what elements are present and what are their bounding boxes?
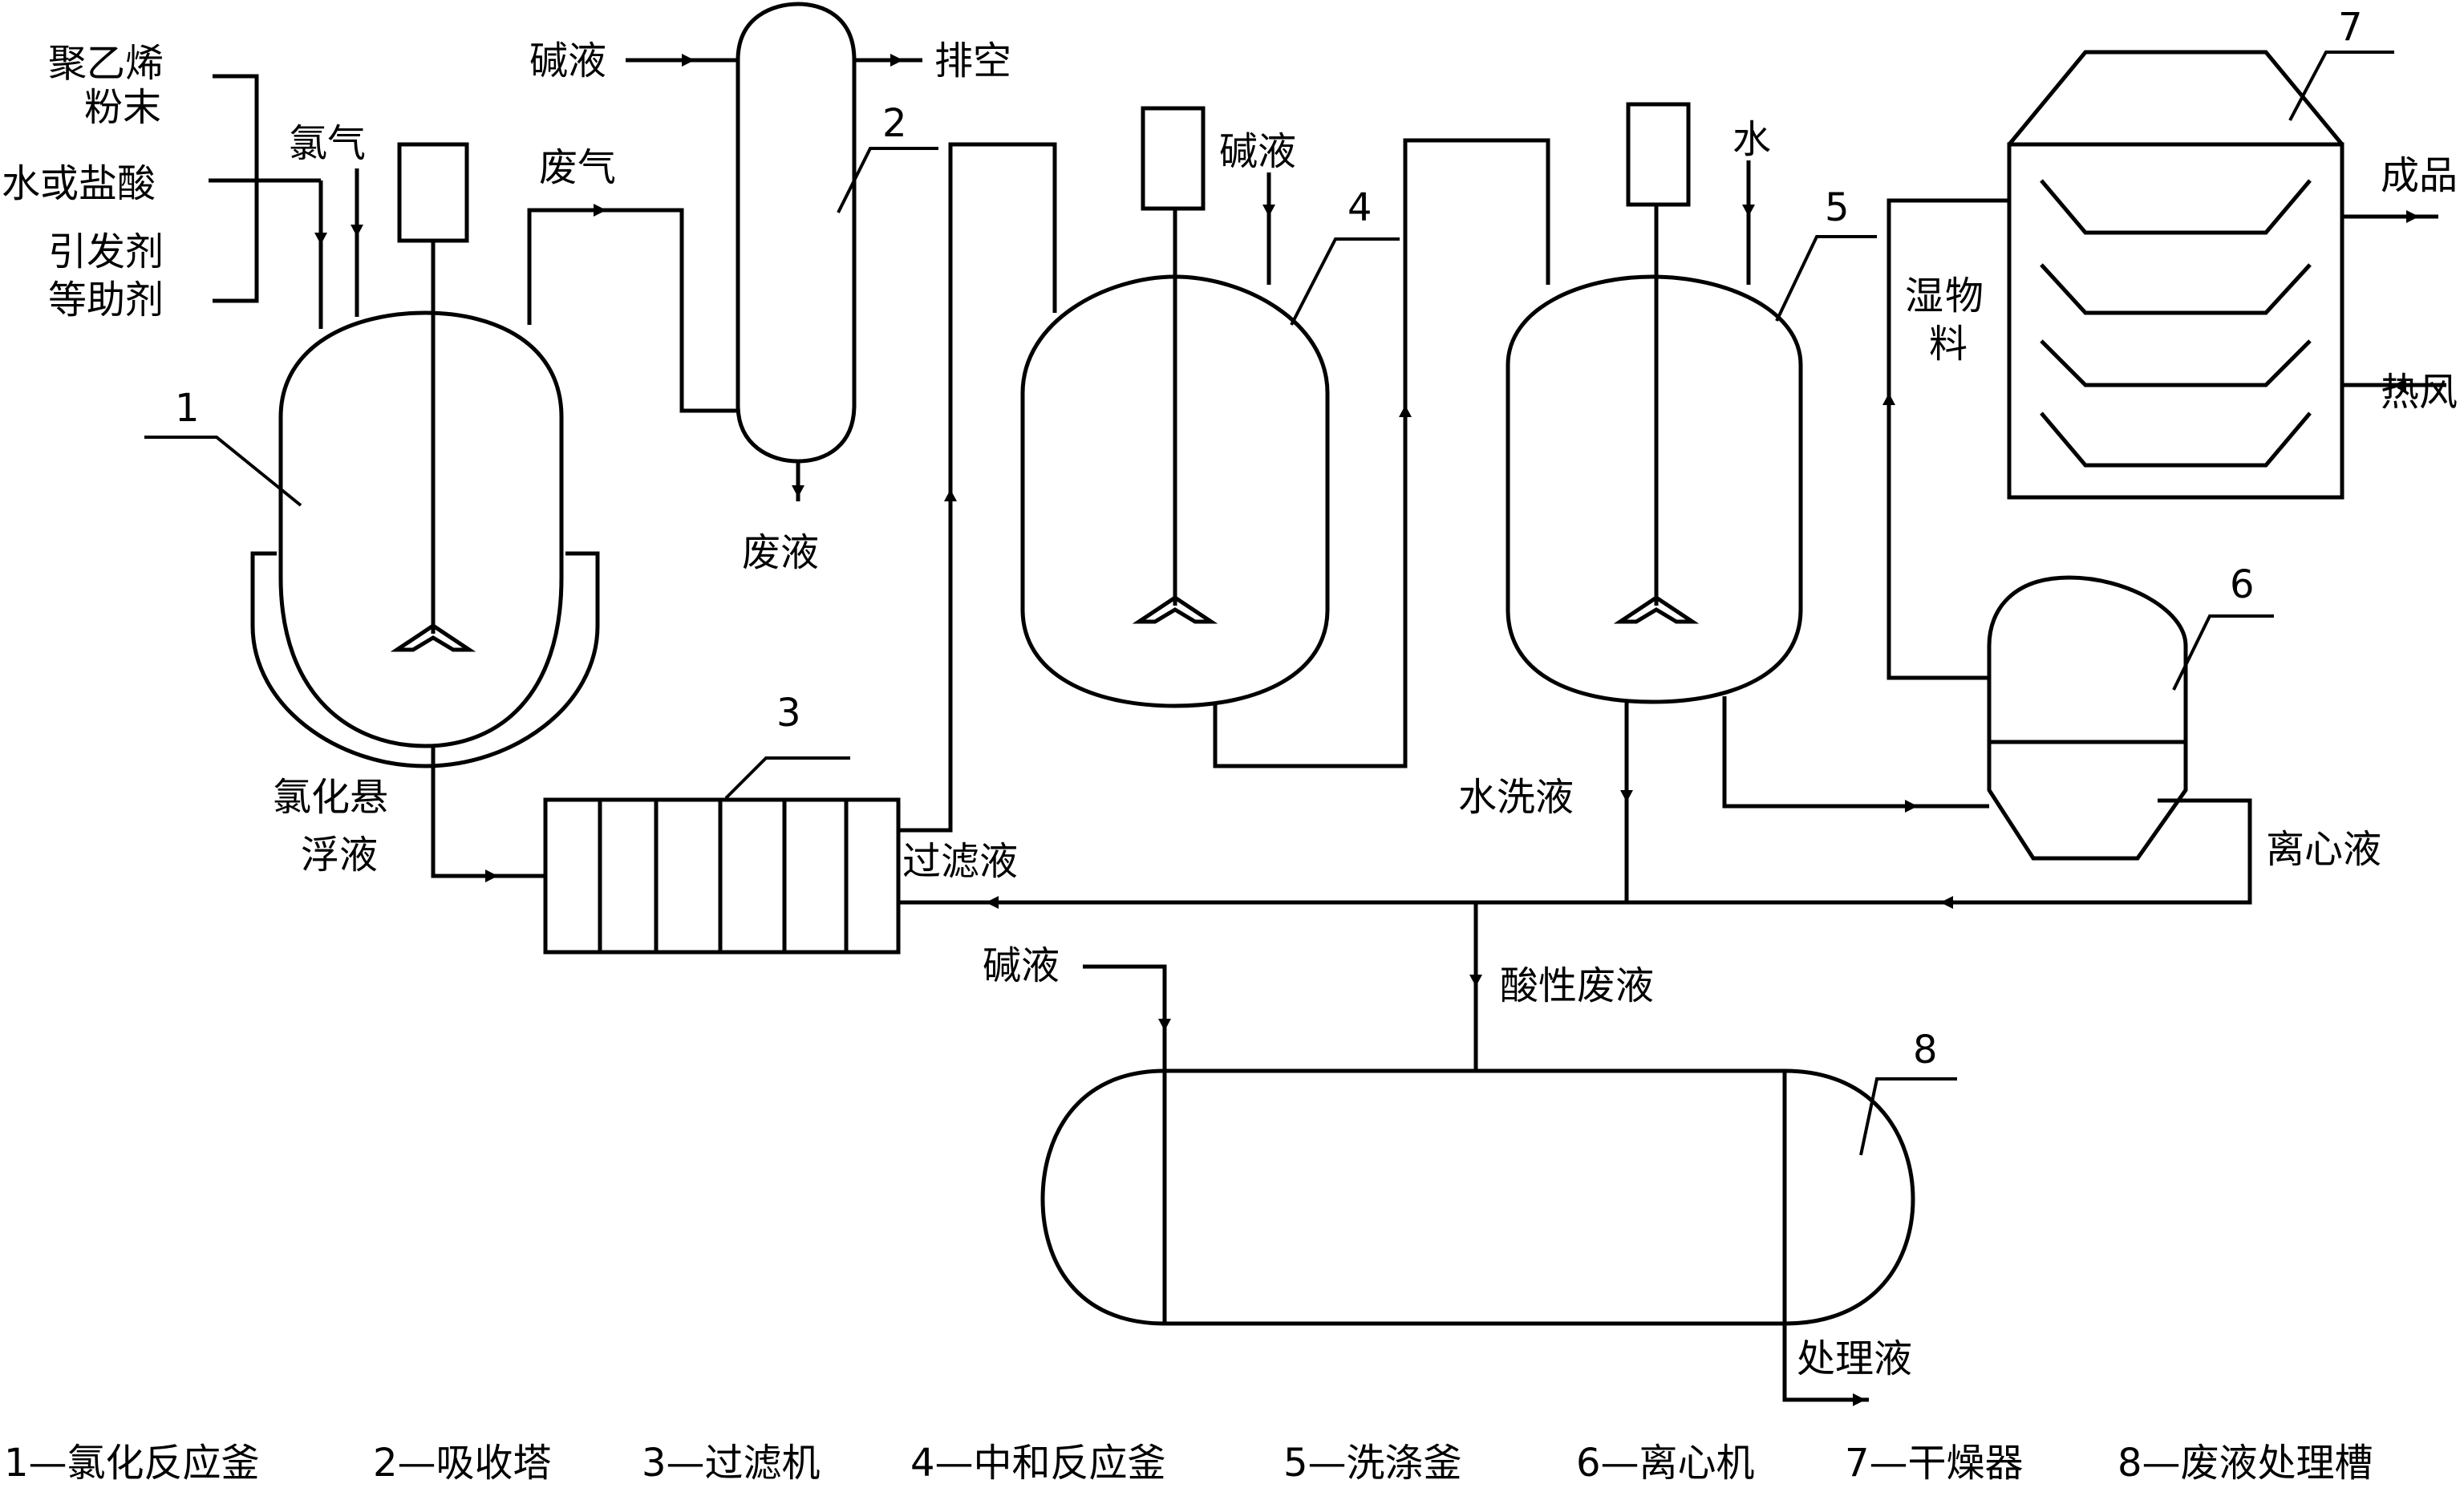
number-5: 5 — [1825, 185, 1850, 230]
label-filtrate: 过滤液 — [902, 839, 1018, 884]
number-2: 2 — [882, 101, 907, 146]
legend: 1—氯化反应釜 2—吸收塔 3—过滤机 4—中和反应釜 5—洗涤釜 6—离心机 … — [4, 1441, 2373, 1486]
label-water-acid: 水或盐酸 — [2, 161, 156, 206]
label-waste-liquid: 废液 — [742, 530, 819, 575]
number-6: 6 — [2230, 562, 2255, 607]
label-wash-water: 水洗液 — [1458, 775, 1574, 820]
number-4: 4 — [1348, 185, 1372, 230]
label-slurry-1: 氯化悬 — [273, 775, 388, 820]
legend-item: 4—中和反应釜 — [910, 1441, 1166, 1486]
number-3: 3 — [776, 691, 801, 736]
absorption-tower — [626, 2, 922, 501]
label-chlorine: 氯气 — [289, 121, 366, 166]
filter — [431, 142, 1057, 955]
labels: 聚乙烯 粉末 水或盐酸 引发剂 等助剂 氯气 废气 碱液 排空 废液 氯化悬 浮… — [2, 5, 2458, 1381]
number-8: 8 — [1913, 1028, 1938, 1072]
label-initiator-2: 等助剂 — [48, 278, 164, 322]
label-wet-1: 湿 — [1905, 274, 1943, 318]
label-slurry-2: 浮液 — [301, 833, 378, 878]
legend-item: 1—氯化反应釜 — [4, 1441, 260, 1486]
label-acidic-waste: 酸性废液 — [1500, 963, 1654, 1008]
number-leaders — [144, 51, 2394, 1156]
centrifuge — [898, 198, 2252, 909]
legend-item: 3—过滤机 — [642, 1441, 821, 1486]
label-hot-air: 热风 — [2381, 370, 2458, 415]
legend-item: 8—废液处理槽 — [2118, 1441, 2373, 1486]
number-7: 7 — [2338, 5, 2363, 50]
washing-vessel — [1506, 102, 1989, 902]
label-initiator-1: 引发剂 — [48, 229, 164, 274]
legend-item: 5—洗涤釜 — [1283, 1441, 1462, 1486]
label-feed-1: 聚乙烯 — [48, 41, 164, 86]
label-water-5: 水 — [1732, 117, 1771, 162]
label-vent: 排空 — [934, 39, 1011, 83]
legend-item: 7—干燥器 — [1845, 1441, 2024, 1486]
waste-treatment-tank — [1040, 1068, 1915, 1406]
dryer — [2007, 50, 2446, 500]
feed-lines — [209, 74, 363, 329]
waste-gas-line — [527, 204, 738, 413]
legend-item: 2—吸收塔 — [373, 1441, 552, 1486]
chlorination-reactor — [250, 142, 600, 870]
label-feed-2: 粉末 — [84, 85, 161, 130]
number-1: 1 — [175, 386, 200, 431]
label-wet-2: 物 — [1945, 274, 1984, 318]
return-arrow — [986, 896, 999, 909]
label-alkali-8: 碱液 — [983, 943, 1060, 988]
neutralization-reactor — [1020, 106, 1550, 768]
label-wet-3: 料 — [1929, 322, 1968, 367]
label-alkali-4: 碱液 — [1219, 129, 1296, 174]
acidic-waste-line — [1083, 902, 1482, 1071]
label-centrifuge-liquid: 离心液 — [2266, 827, 2381, 872]
label-product: 成品 — [2381, 153, 2458, 198]
label-waste-gas: 废气 — [539, 145, 616, 190]
legend-item: 6—离心机 — [1576, 1441, 1755, 1486]
label-treated-liquid: 处理液 — [1797, 1336, 1912, 1381]
label-alkali-top: 碱液 — [529, 39, 606, 83]
